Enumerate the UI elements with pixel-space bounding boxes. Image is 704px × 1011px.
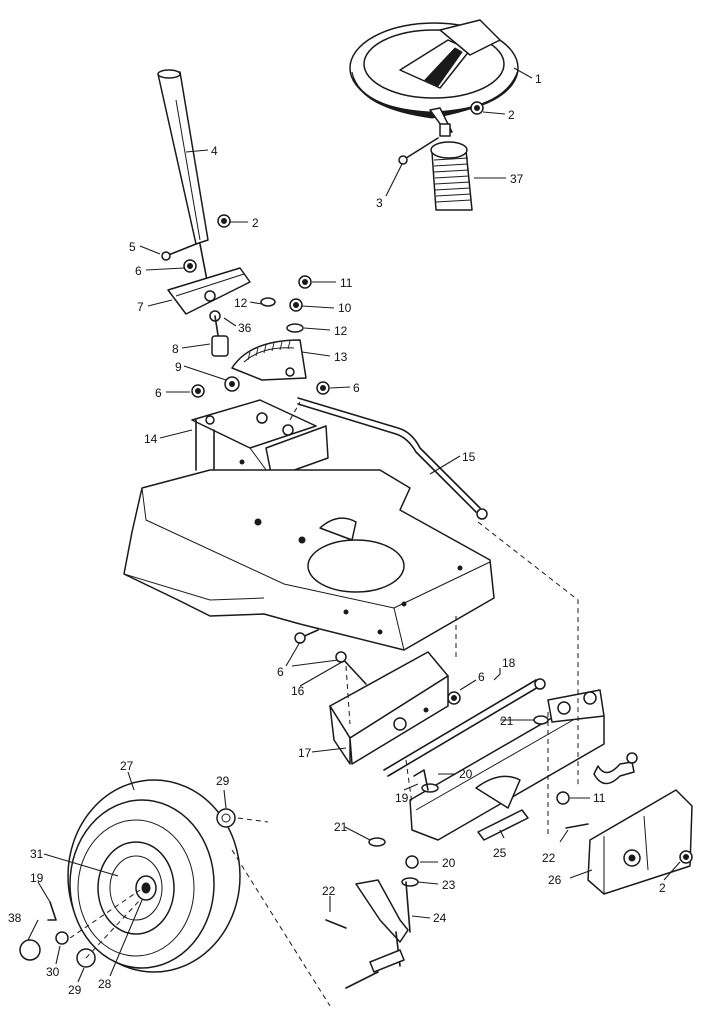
callout-10: 10 [338, 301, 352, 315]
axle-bracket-part-17 [329, 651, 449, 765]
spindle-part-24 [345, 879, 411, 989]
cap-part-38 [19, 939, 41, 961]
nut-part-6-left [191, 384, 205, 398]
leader-lines [27, 67, 681, 983]
nut-part-11 [298, 275, 312, 289]
callout-28: 28 [98, 977, 112, 991]
callout-15: 15 [462, 450, 476, 464]
bolt-part-6-frame [294, 629, 319, 644]
steering-wheel [349, 19, 519, 137]
callout-19: 19 [395, 791, 409, 805]
washer-part-23 [401, 877, 419, 887]
gear-part-9 [224, 376, 240, 392]
callout-24: 24 [433, 911, 447, 925]
front-axle [409, 689, 605, 841]
callout-6: 6 [353, 381, 360, 395]
callout-25: 25 [493, 846, 507, 860]
washer-part-12a [260, 297, 276, 307]
callout-20: 20 [442, 856, 456, 870]
bolt-part-16 [335, 651, 367, 685]
callout-6: 6 [478, 670, 485, 684]
callout-6: 6 [277, 665, 284, 679]
callout-14: 14 [144, 432, 158, 446]
bushing-part-29-top [216, 808, 236, 828]
callout-4: 4 [211, 144, 218, 158]
callout-27: 27 [120, 759, 134, 773]
drag-link-part-15 [297, 397, 488, 520]
callout-22: 22 [322, 884, 336, 898]
bolt-part-36 [209, 310, 229, 357]
nut-part-10 [289, 298, 303, 312]
spindle-right [593, 752, 638, 785]
callout-9: 9 [175, 360, 182, 374]
pin-part-22-right [565, 823, 589, 829]
steering-shaft [157, 69, 211, 297]
washer-part-20-upper [421, 783, 439, 793]
callout-26: 26 [548, 873, 562, 887]
callout-38: 38 [8, 911, 22, 925]
callout-7: 7 [137, 300, 144, 314]
mounting-plate-part-14 [191, 399, 329, 479]
callout-23: 23 [442, 878, 456, 892]
nut-part-11-axle [556, 791, 570, 805]
callout-16: 16 [291, 684, 305, 698]
tractor-frame [123, 459, 495, 651]
steering-sector-part-13 [231, 339, 307, 381]
callout-29: 29 [68, 983, 82, 997]
front-wheel [67, 779, 241, 973]
pin-part-19-wheel [47, 901, 57, 921]
callout-21: 21 [334, 820, 348, 834]
callout-36: 36 [238, 321, 252, 335]
nut-part-2-shaft [217, 214, 231, 228]
washer-part-30 [55, 931, 69, 945]
washer-part-21-left [368, 837, 386, 847]
steering-boot-part-37 [430, 141, 473, 211]
pin-part-22-left [325, 919, 347, 929]
callout-11: 11 [340, 276, 353, 290]
nut-part-6-upper [183, 259, 197, 273]
pivot-part-25 [477, 809, 529, 841]
bolt-part-5 [161, 243, 197, 261]
callout-5: 5 [129, 240, 136, 254]
assembly-lines [69, 401, 579, 1007]
callout-6: 6 [155, 386, 162, 400]
bolt-part-3 [398, 137, 439, 165]
pin-part-19-axle [413, 769, 429, 791]
callout-2: 2 [508, 108, 515, 122]
callout-6: 6 [135, 264, 142, 278]
nut-part-20-lower [405, 855, 419, 869]
callout-11: 11 [593, 791, 606, 805]
bracket-part-7 [167, 267, 251, 315]
callout-1: 1 [535, 72, 542, 86]
callout-8: 8 [172, 342, 179, 356]
callout-3: 3 [376, 196, 383, 210]
nut-part-2-spindle [679, 850, 693, 864]
washer-part-12b [286, 323, 304, 333]
nut-part-2-top [470, 101, 484, 115]
callout-30: 30 [46, 965, 60, 979]
callout-37: 37 [510, 172, 524, 186]
callout-21: 21 [500, 714, 514, 728]
callout-17: 17 [298, 746, 312, 760]
nut-part-6-right [316, 381, 330, 395]
callout-12: 12 [334, 324, 348, 338]
callout-20: 20 [459, 767, 473, 781]
callout-2: 2 [252, 216, 259, 230]
nut-part-6-axle [447, 691, 461, 705]
callout-29: 29 [216, 774, 230, 788]
callout-12: 12 [234, 296, 248, 310]
spindle-assembly-part-26 [587, 789, 693, 895]
washer-part-21-right [533, 715, 549, 725]
callout-18: 18 [502, 656, 516, 670]
callout-labels: 1 2 3 37 4 2 5 6 7 11 12 10 36 12 8 13 9… [8, 72, 666, 997]
callout-19: 19 [30, 871, 44, 885]
callout-31: 31 [30, 847, 44, 861]
callout-13: 13 [334, 350, 348, 364]
callout-2: 2 [659, 881, 666, 895]
tie-rod-part-18 [383, 678, 546, 777]
callout-22: 22 [542, 851, 556, 865]
